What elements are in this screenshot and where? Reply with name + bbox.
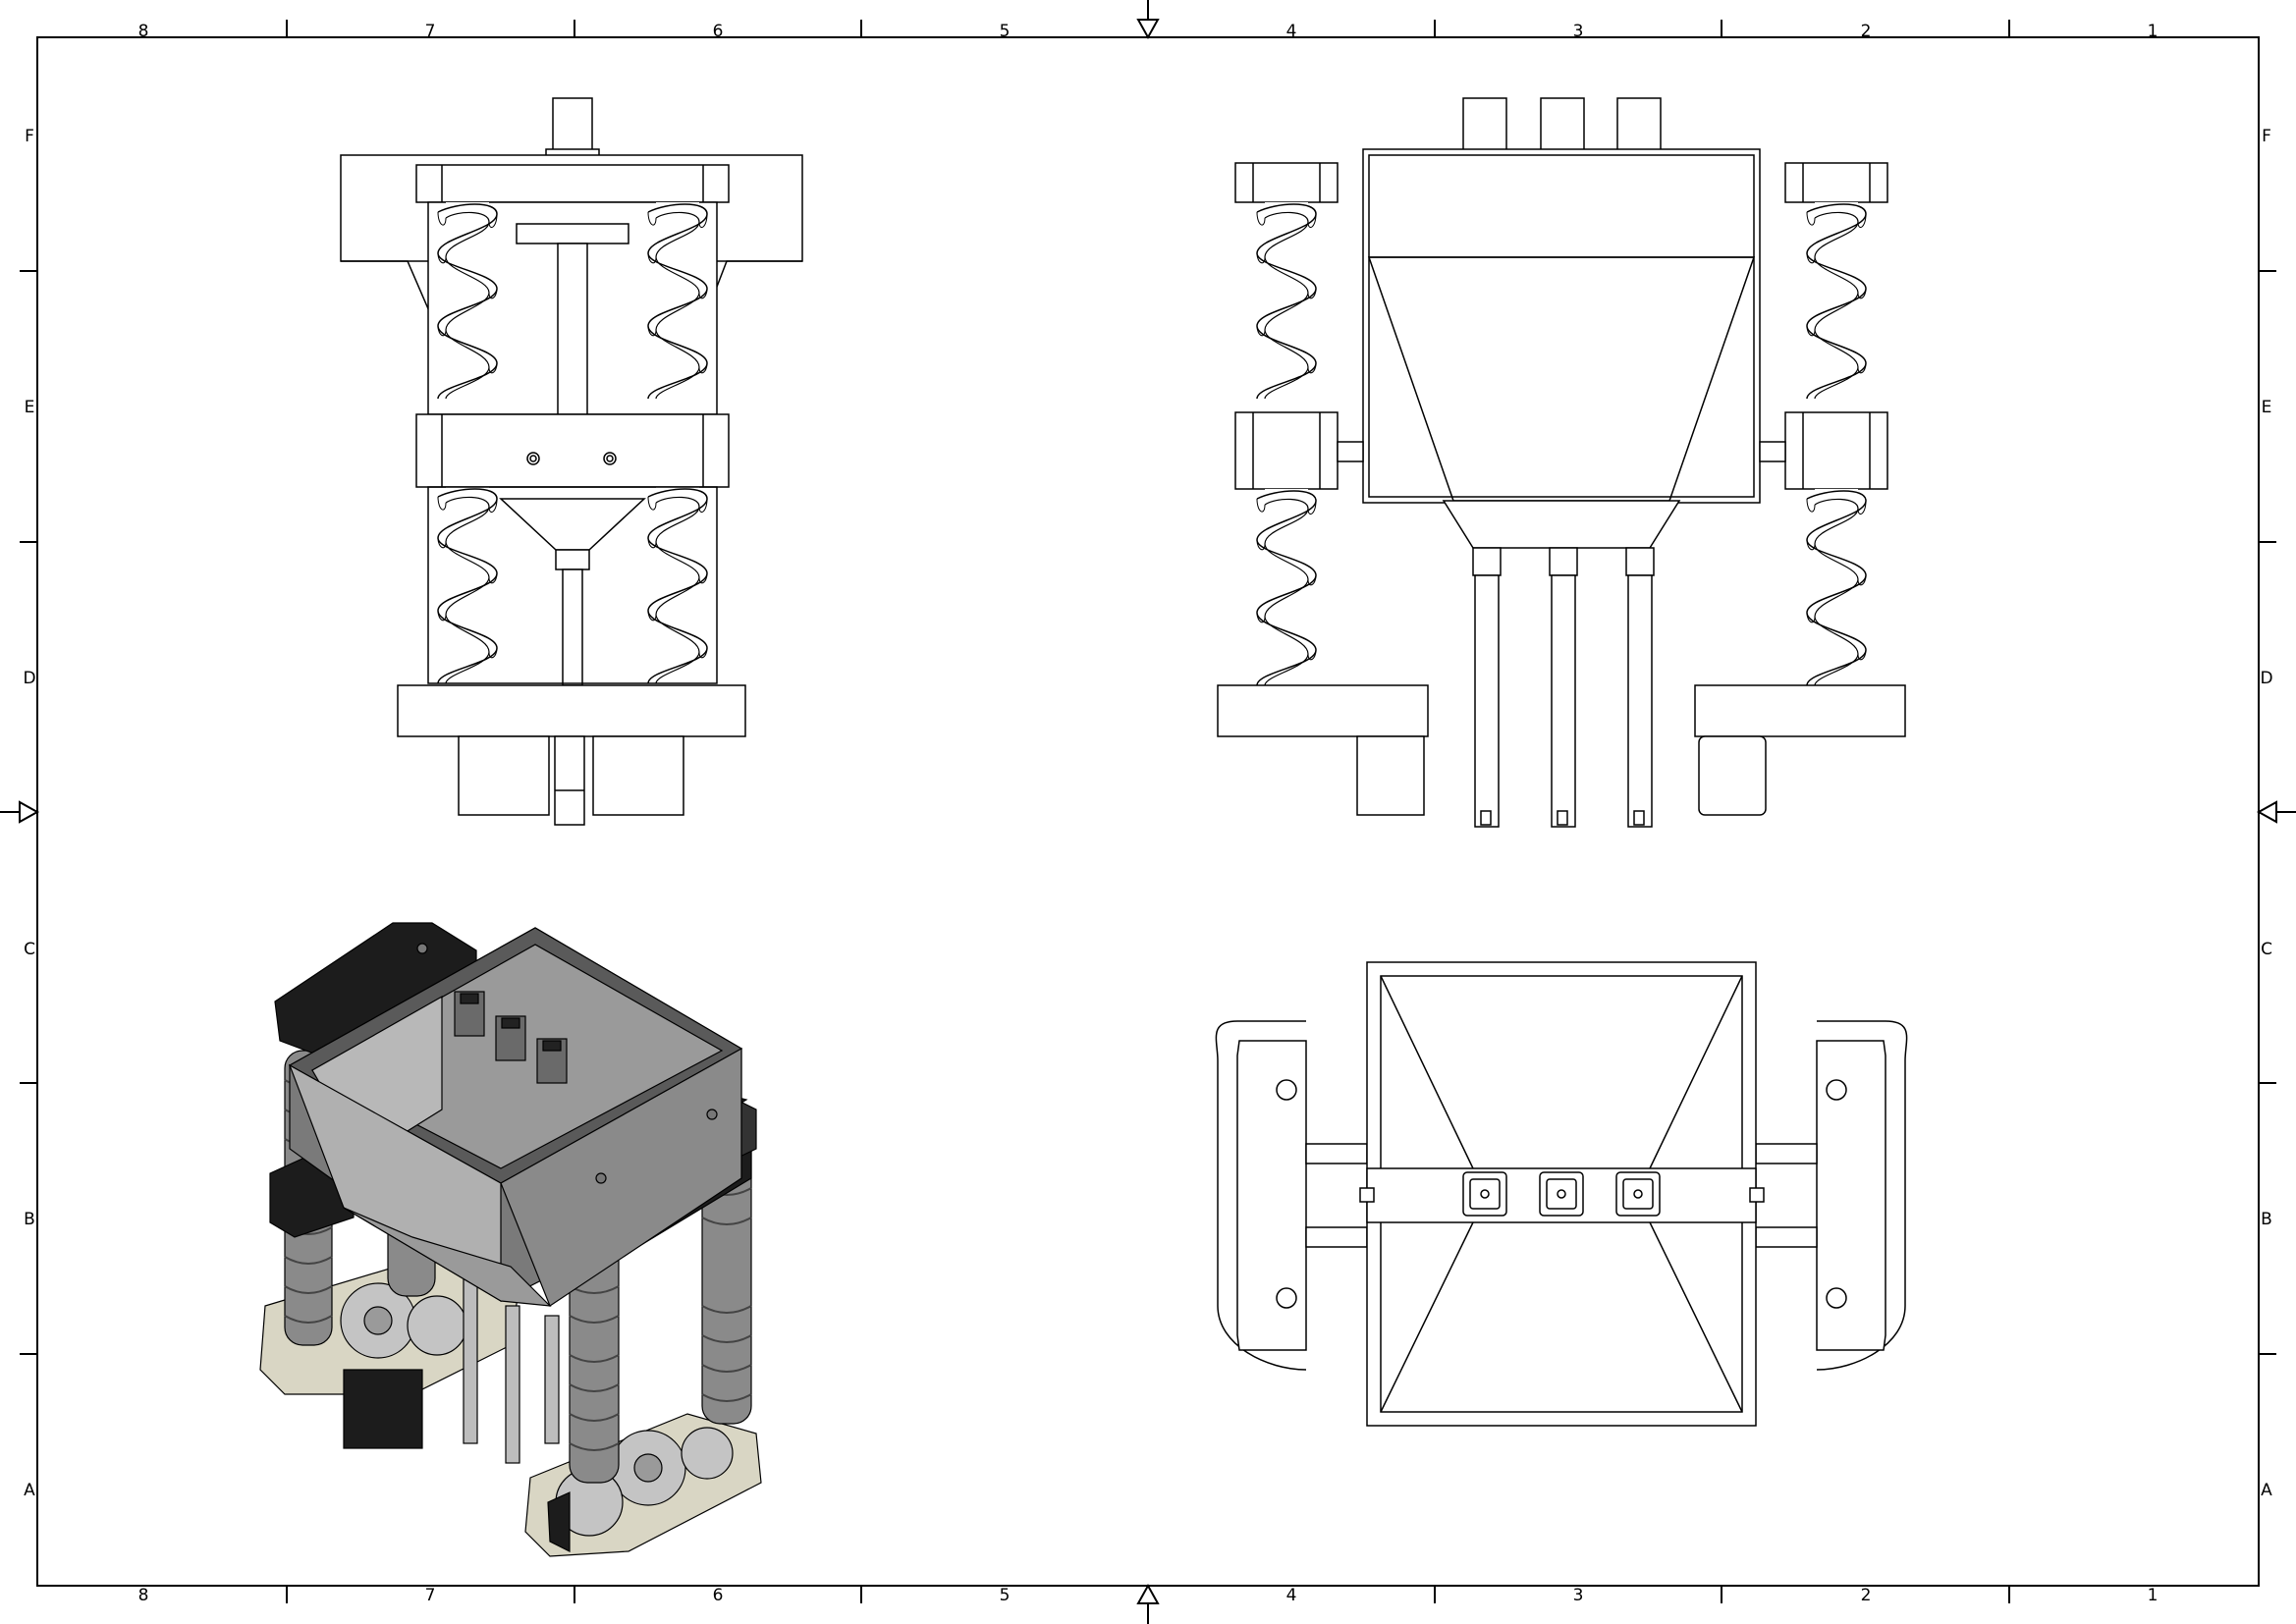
col-label: 8: [138, 1586, 149, 1605]
row-label: D: [2260, 669, 2272, 688]
col-label: 4: [1286, 22, 1297, 41]
col-label: 5: [1000, 1586, 1011, 1605]
row-labels-left: F E D C B A: [23, 127, 35, 1500]
col-label: 1: [2148, 22, 2159, 41]
col-label: 3: [1573, 22, 1584, 41]
front-view: [340, 97, 803, 826]
col-label: 7: [425, 22, 436, 41]
col-label: 4: [1286, 1586, 1297, 1605]
side-view: [1217, 97, 1906, 828]
col-label: 3: [1573, 1586, 1584, 1605]
row-label: F: [25, 127, 34, 146]
col-label: 7: [425, 1586, 436, 1605]
row-label: B: [2261, 1210, 2272, 1229]
isometric-view: [259, 922, 762, 1557]
row-label: A: [24, 1481, 35, 1500]
col-label: 6: [713, 1586, 724, 1605]
col-label: 1: [2148, 1586, 2159, 1605]
row-label: B: [24, 1210, 35, 1229]
column-labels-top: 8 7 6 5 4 3 2 1: [138, 22, 2159, 41]
col-label: 8: [138, 22, 149, 41]
row-label: C: [24, 940, 35, 959]
row-label: D: [23, 669, 35, 688]
col-label: 2: [1861, 22, 1872, 41]
row-label: E: [2262, 398, 2272, 417]
zone-ticks: [20, 20, 2276, 1603]
col-label: 5: [1000, 22, 1011, 41]
row-label: C: [2261, 940, 2272, 959]
row-labels-right: F E D C B A: [2260, 127, 2272, 1500]
row-label: E: [25, 398, 35, 417]
row-label: F: [2262, 127, 2271, 146]
col-label: 6: [713, 22, 724, 41]
row-label: A: [2261, 1481, 2272, 1500]
column-labels-bottom: 8 7 6 5 4 3 2 1: [138, 1586, 2159, 1605]
col-label: 2: [1861, 1586, 1872, 1605]
top-view: [1215, 961, 1908, 1427]
